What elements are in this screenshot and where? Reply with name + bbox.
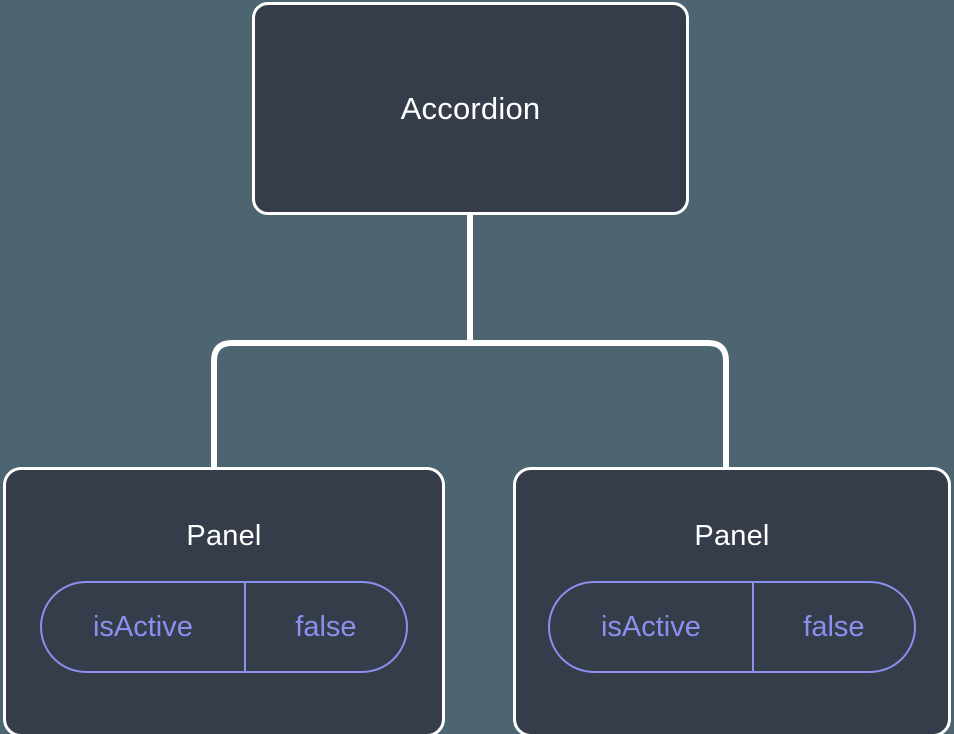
connector-branch-bar [211, 340, 729, 468]
node-panel-left-label: Panel [186, 520, 262, 552]
prop-value-label: false [803, 610, 865, 643]
node-panel-left[interactable]: Panel isActive false [3, 467, 445, 734]
prop-badge-isactive-right[interactable]: isActive false [548, 581, 916, 673]
node-accordion-label: Accordion [400, 91, 541, 126]
node-accordion[interactable]: Accordion [252, 2, 689, 215]
prop-badge-isactive-left[interactable]: isActive false [40, 581, 408, 673]
prop-value-label: false [295, 610, 357, 643]
prop-key-label: isActive [42, 583, 246, 671]
node-panel-right[interactable]: Panel isActive false [513, 467, 951, 734]
node-panel-right-label: Panel [694, 520, 770, 552]
prop-key-label: isActive [550, 583, 754, 671]
